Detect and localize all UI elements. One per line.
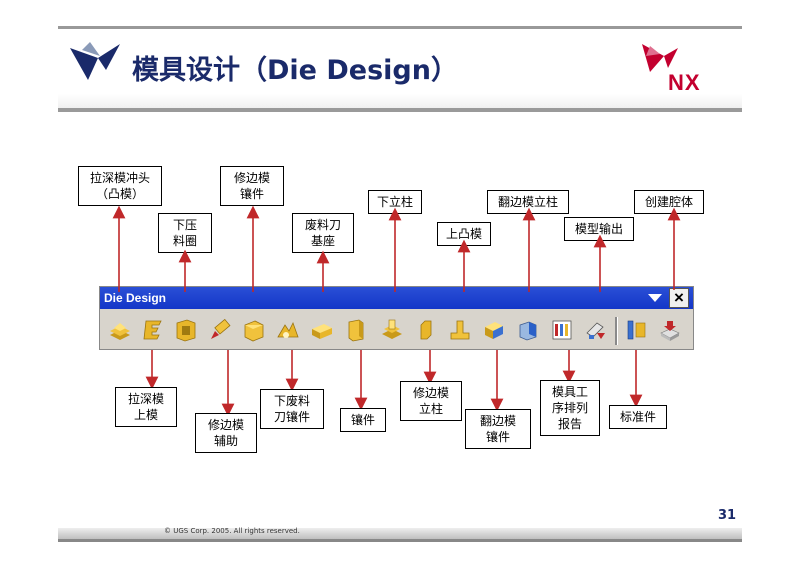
label-draw-die-upper: 拉深模 上模 <box>115 387 177 427</box>
header-bottom-rule <box>58 108 742 112</box>
label-standard-parts: 标准件 <box>609 405 667 429</box>
flange-die-post-icon[interactable] <box>515 317 541 343</box>
draw-die-punch-icon[interactable] <box>107 317 133 343</box>
lower-pressure-ring-icon[interactable] <box>173 317 199 343</box>
create-cavity-icon[interactable] <box>657 317 683 343</box>
die-design-toolbar: Die Design × <box>99 286 694 350</box>
insert-icon[interactable] <box>343 317 369 343</box>
label-die-process-report: 模具工 序排列 报告 <box>540 380 600 436</box>
label-trim-die-insert: 修边模 镶件 <box>220 166 284 206</box>
die-process-report-icon[interactable] <box>549 317 575 343</box>
header-top-rule <box>58 26 742 29</box>
label-trim-die-aux: 修边模 辅助 <box>195 413 257 453</box>
label-lower-scrap-cutter-insert: 下废料 刀镶件 <box>260 389 324 429</box>
label-trim-die-post: 修边模 立柱 <box>400 381 462 421</box>
label-draw-die-punch: 拉深模冲头 （凸模） <box>78 166 162 206</box>
page-title: 模具设计（Die Design） <box>132 55 458 86</box>
trim-die-aux-icon[interactable] <box>207 317 233 343</box>
lower-post-icon[interactable] <box>379 317 405 343</box>
footer-rule <box>58 539 742 542</box>
footer-bar <box>58 528 742 540</box>
ugs-logo-icon <box>70 42 120 80</box>
toolbar-titlebar[interactable]: Die Design × <box>100 287 693 309</box>
nx-logo-icon <box>642 44 678 72</box>
scrap-cutter-base-icon[interactable] <box>309 317 335 343</box>
draw-die-upper-icon[interactable] <box>141 317 167 343</box>
toolbar-close-button[interactable]: × <box>669 288 689 308</box>
toolbar-separator <box>615 317 618 345</box>
upper-punch-icon[interactable] <box>447 317 473 343</box>
copyright-notice: © UGS Corp. 2005. All rights reserved. <box>164 527 300 535</box>
toolbar-title: Die Design <box>104 291 167 305</box>
toolbar-icon-row <box>103 315 689 347</box>
standard-parts-icon[interactable] <box>623 317 649 343</box>
flange-die-insert-icon[interactable] <box>481 317 507 343</box>
trim-die-post-icon[interactable] <box>413 317 439 343</box>
model-output-icon[interactable] <box>583 317 609 343</box>
lower-scrap-cutter-insert-icon[interactable] <box>275 317 301 343</box>
page-number: 31 <box>718 508 737 523</box>
trim-die-insert-icon[interactable] <box>241 317 267 343</box>
label-lower-pressure-ring: 下压 料圈 <box>158 213 212 253</box>
toolbar-menu-arrow-icon[interactable] <box>648 294 662 302</box>
slide-header <box>58 28 742 110</box>
label-flange-die-insert: 翻边模 镶件 <box>465 409 531 449</box>
nx-logo-text: NX <box>668 70 701 95</box>
label-model-output: 模型输出 <box>564 217 634 241</box>
label-insert: 镶件 <box>340 408 386 432</box>
label-scrap-cutter-base: 废料刀 基座 <box>292 213 354 253</box>
